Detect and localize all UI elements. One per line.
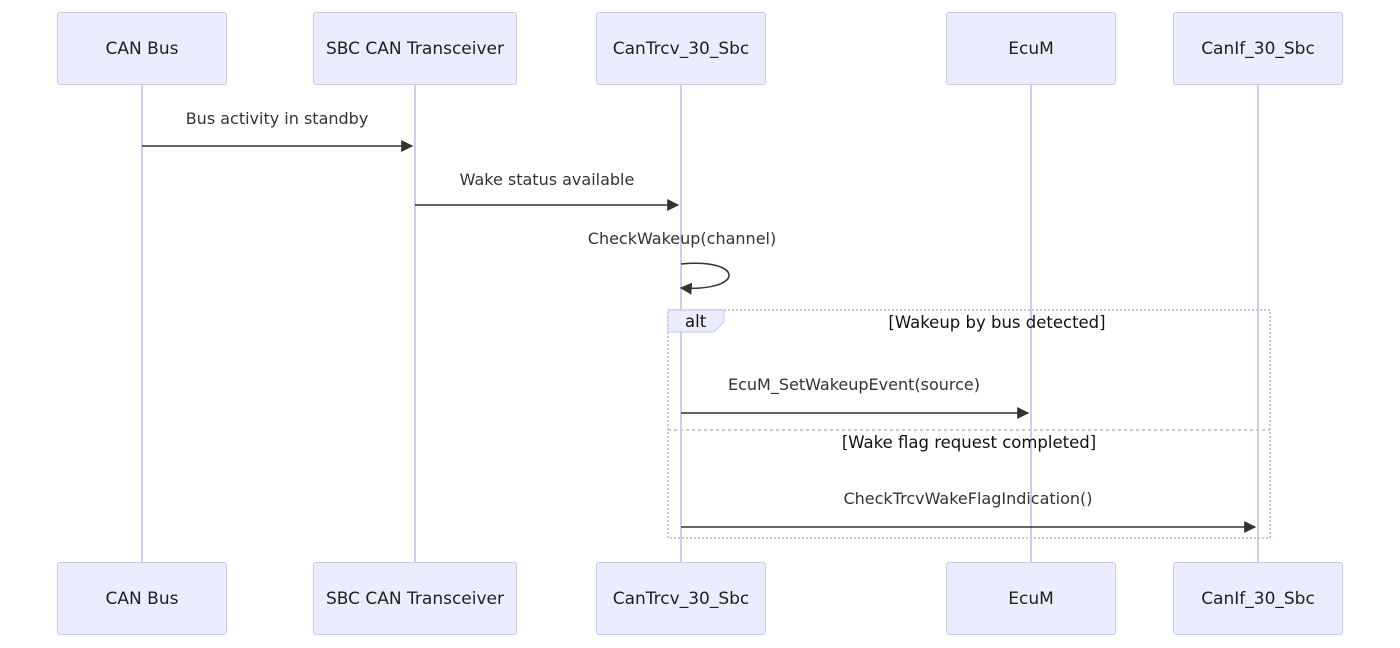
participant-top-sbc-can-transceiver: SBC CAN Transceiver — [313, 12, 517, 85]
participant-label: CanIf_30_Sbc — [1201, 588, 1315, 609]
participant-label: EcuM — [1008, 38, 1054, 59]
message-label-3: CheckWakeup(channel) — [587, 229, 777, 248]
message-label-5: CheckTrcvWakeFlagIndication() — [843, 489, 1093, 508]
participant-bottom-can-bus: CAN Bus — [57, 562, 227, 635]
self-message-arrow-3 — [679, 262, 730, 295]
participant-top-ecum: EcuM — [946, 12, 1116, 85]
message-label-1: Bus activity in standby — [185, 109, 369, 128]
participant-top-canif-30-sbc: CanIf_30_Sbc — [1173, 12, 1343, 85]
message-label-4: EcuM_SetWakeupEvent(source) — [727, 375, 981, 394]
alt-condition-1: [Wakeup by bus detected] — [888, 313, 1106, 332]
participant-top-cantrcv-30-sbc: CanTrcv_30_Sbc — [596, 12, 766, 85]
participant-bottom-canif-30-sbc: CanIf_30_Sbc — [1173, 562, 1343, 635]
alt-condition-2: [Wake flag request completed] — [841, 433, 1097, 452]
alt-keyword: alt — [685, 312, 707, 331]
participant-top-can-bus: CAN Bus — [57, 12, 227, 85]
participant-label: CanIf_30_Sbc — [1201, 38, 1315, 59]
participant-label: CanTrcv_30_Sbc — [612, 588, 750, 609]
participant-bottom-sbc-can-transceiver: SBC CAN Transceiver — [313, 562, 517, 635]
participant-bottom-cantrcv-30-sbc: CanTrcv_30_Sbc — [596, 562, 766, 635]
message-label-2: Wake status available — [459, 170, 635, 189]
participant-bottom-ecum: EcuM — [946, 562, 1116, 635]
participant-label: CAN Bus — [105, 588, 179, 609]
participant-label: CAN Bus — [105, 38, 179, 59]
participant-label: SBC CAN Transceiver — [325, 588, 504, 609]
participant-label: SBC CAN Transceiver — [325, 38, 504, 59]
alt-tag-shape — [667, 309, 725, 333]
participant-label: EcuM — [1008, 588, 1054, 609]
participant-label: CanTrcv_30_Sbc — [612, 38, 750, 59]
alt-block-frame — [667, 309, 1271, 539]
